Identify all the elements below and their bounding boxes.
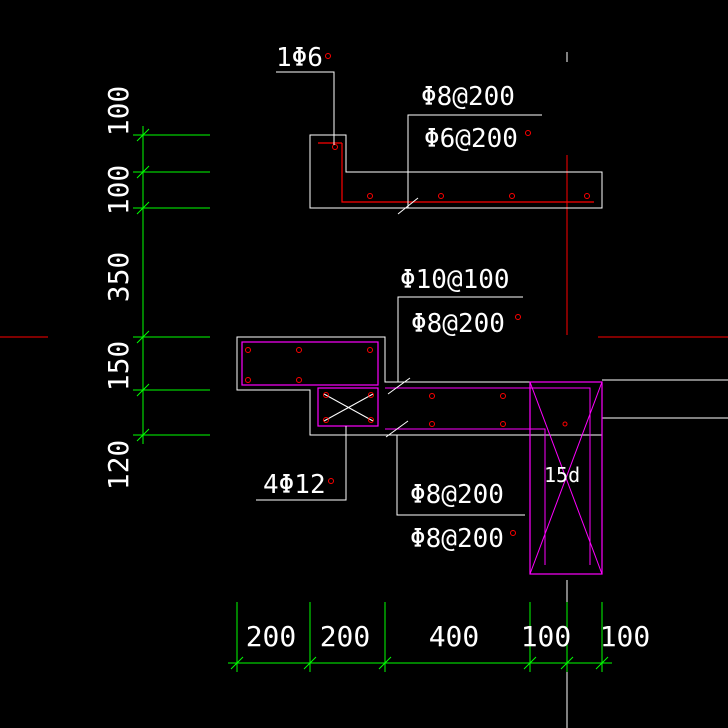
beam-cross-b <box>323 393 374 422</box>
rebar-dot <box>500 393 506 399</box>
mid-bars <box>245 347 568 427</box>
vdim-tick <box>136 383 150 397</box>
rebar-dot <box>245 377 251 383</box>
slab-anchor-bottom <box>385 428 546 565</box>
label-marker <box>525 130 531 136</box>
label-marker <box>515 314 521 320</box>
leader-mid-rebar <box>397 296 523 382</box>
rebar-dot <box>509 193 515 199</box>
top-slab-bars <box>332 144 590 199</box>
rebar-dot <box>429 421 435 427</box>
vdim-tick <box>136 330 150 344</box>
vdim-text: 100 <box>102 86 135 137</box>
rebar-dot <box>332 144 338 150</box>
leader-top-stirrup <box>276 71 335 145</box>
rebar-dot <box>245 347 251 353</box>
rebar-dot <box>368 417 374 423</box>
leader-beam-bars <box>256 426 347 501</box>
rebar-dot <box>296 377 302 383</box>
hdim-tick <box>230 656 244 670</box>
label-mid-lower: Φ8@200 <box>411 309 505 339</box>
vdim-tick <box>136 165 150 179</box>
rebar-dot <box>367 193 373 199</box>
vdim-text: 100 <box>102 165 135 216</box>
leader-bottom-rebar <box>396 435 525 516</box>
label-bot-upper: Φ8@200 <box>410 480 504 510</box>
axis-lines <box>0 155 728 338</box>
horizontal-dimension <box>228 602 612 672</box>
rebar-dot <box>368 392 374 398</box>
hdim-tick <box>595 656 609 670</box>
hdim-tick <box>378 656 392 670</box>
hdim-text: 100 <box>521 620 572 653</box>
slab-anchor-top <box>385 387 591 565</box>
vdim-text: 350 <box>102 252 135 303</box>
label-top-stirrup: 1Φ6 <box>276 43 323 73</box>
leader-top-tick <box>397 197 419 215</box>
label-beam-bars: 4Φ12 <box>263 470 326 500</box>
rebar-dot <box>429 393 435 399</box>
hdim-text: 200 <box>320 620 371 653</box>
label-marker <box>325 53 331 59</box>
hdim-text: 200 <box>246 620 297 653</box>
label-top-lower: Φ6@200 <box>424 124 518 154</box>
top-slab <box>276 53 603 215</box>
vertical-dimension <box>133 126 210 444</box>
vdim-text: 120 <box>102 440 135 491</box>
label-anchorage: 15d <box>544 463 580 487</box>
horizontal-dimension-text: 200 200 400 100 100 <box>246 620 651 653</box>
vdim-tick <box>136 428 150 442</box>
hdim-tick <box>560 656 574 670</box>
leader-bottom-tick <box>385 420 409 438</box>
label-mid-upper: Φ10@100 <box>400 265 510 295</box>
hdim-tick <box>303 656 317 670</box>
leader-mid-tick <box>387 377 411 395</box>
column-stirrup <box>529 381 603 575</box>
hdim-text: 400 <box>429 620 480 653</box>
label-marker <box>328 478 334 484</box>
rebar-dot <box>323 392 329 398</box>
vdim-tick <box>136 201 150 215</box>
rebar-dot <box>323 417 329 423</box>
rebar-labels: 1Φ6 Φ8@200 Φ6@200 Φ10@100 Φ8@200 4Φ12 Φ8… <box>263 43 580 554</box>
mid-outline <box>236 336 603 436</box>
beam-stirrup <box>317 387 379 427</box>
top-slab-rebar <box>341 143 594 203</box>
label-bot-lower: Φ8@200 <box>410 524 504 554</box>
vdim-tick <box>136 128 150 142</box>
vdim-text: 150 <box>102 341 135 392</box>
rebar-dot <box>500 421 506 427</box>
hdim-tick <box>523 656 537 670</box>
label-marker <box>510 530 516 536</box>
leader-top-rebar <box>407 114 542 208</box>
mid-section <box>236 296 728 575</box>
rebar-dot <box>562 421 568 427</box>
vertical-dimension-text: 100 100 350 150 120 <box>102 86 135 491</box>
top-slab-outline <box>309 134 603 209</box>
rebar-dot <box>367 347 373 353</box>
hdim-text: 100 <box>600 620 651 653</box>
ledge-stirrup <box>241 341 379 386</box>
rebar-dot <box>584 193 590 199</box>
rebar-dot <box>438 193 444 199</box>
label-top-upper: Φ8@200 <box>421 82 515 112</box>
rebar-dot <box>296 347 302 353</box>
